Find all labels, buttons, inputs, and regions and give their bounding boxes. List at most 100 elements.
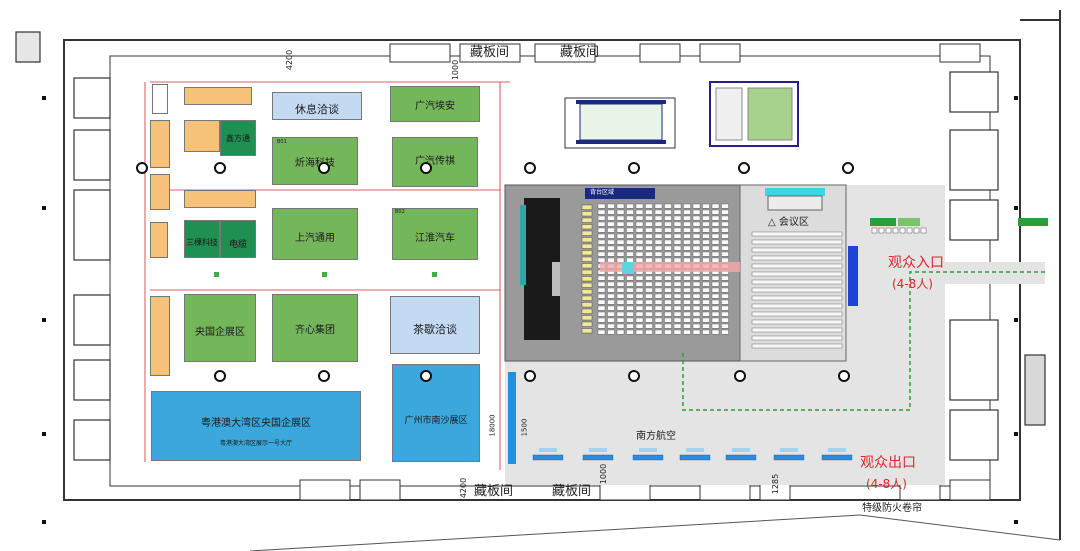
seat — [645, 209, 653, 215]
seat — [711, 299, 720, 305]
column-circle — [136, 162, 148, 174]
seat — [711, 203, 720, 209]
seat — [645, 227, 653, 233]
booth-xuanhai-label: 炘海科技 — [295, 158, 335, 169]
seat — [635, 329, 644, 335]
seat — [607, 305, 615, 311]
counter — [532, 454, 564, 461]
seat — [607, 293, 615, 299]
seat — [711, 275, 720, 281]
seat — [702, 233, 710, 239]
seat — [664, 239, 672, 245]
seat-accent — [581, 237, 593, 243]
seat — [683, 215, 691, 221]
seat — [626, 323, 634, 329]
seat-accent — [581, 302, 593, 308]
seat-accent — [581, 295, 593, 301]
seat — [607, 251, 615, 257]
seat — [702, 251, 710, 257]
small-booths-left2 — [150, 174, 170, 210]
seat — [692, 245, 701, 251]
seat — [654, 215, 663, 221]
seat — [607, 227, 615, 233]
seat — [626, 275, 634, 281]
seat — [692, 215, 701, 221]
seat — [683, 323, 691, 329]
marker-3 — [432, 272, 437, 277]
counter — [679, 454, 711, 461]
seat — [721, 329, 729, 335]
entry-gate-2 — [898, 218, 920, 226]
seat — [597, 227, 606, 233]
seat — [683, 257, 691, 263]
small-booths-left3 — [150, 296, 170, 376]
seat — [683, 227, 691, 233]
seat-accent — [581, 224, 593, 230]
column-circle — [318, 370, 330, 382]
seat-row — [751, 271, 843, 277]
left-led-bar — [508, 372, 516, 464]
booth-qixin-label: 齐心集团 — [295, 325, 335, 336]
entry-chairs — [871, 227, 927, 234]
dim-18000: 18000 — [488, 414, 497, 437]
seat — [664, 299, 672, 305]
booth-gba-soe-label: 粤港澳大湾区央国企展区 — [201, 418, 311, 429]
seat — [721, 209, 729, 215]
seat-row — [751, 335, 843, 341]
vip-room-1 — [564, 97, 676, 149]
seat-accent — [581, 217, 593, 223]
seat-accent — [581, 269, 593, 275]
dim-1000-top: 1000 — [451, 59, 461, 81]
seat — [635, 299, 644, 305]
seat — [711, 287, 720, 293]
seat — [683, 245, 691, 251]
seat-accent — [581, 256, 593, 262]
column-circle — [524, 162, 536, 174]
seat — [721, 239, 729, 245]
seat — [597, 221, 606, 227]
seat — [626, 245, 634, 251]
seat — [597, 203, 606, 209]
seat — [673, 317, 682, 323]
seat-row — [751, 239, 843, 245]
seat — [673, 239, 682, 245]
dim-1285: 1285 — [771, 473, 781, 495]
seat — [664, 257, 672, 263]
seat — [702, 275, 710, 281]
seat — [721, 203, 729, 209]
column-circle — [420, 162, 432, 174]
seat — [673, 293, 682, 299]
seat-accent — [581, 204, 593, 210]
seat — [645, 233, 653, 239]
seat — [616, 209, 625, 215]
seat — [702, 323, 710, 329]
storage-label-bottom-left: 藏板间 — [474, 484, 514, 499]
seat — [645, 293, 653, 299]
seat — [692, 281, 701, 287]
seat-accent — [581, 315, 593, 321]
seat — [692, 329, 701, 335]
seat — [626, 203, 634, 209]
small-booths-row1 — [184, 87, 252, 105]
seat — [683, 203, 691, 209]
seat — [692, 287, 701, 293]
seat — [721, 317, 729, 323]
seat — [683, 317, 691, 323]
booth-no-1: B01 — [277, 139, 287, 145]
seat — [683, 221, 691, 227]
counter — [582, 454, 614, 461]
seat-accent — [581, 276, 593, 282]
seat-row — [751, 327, 843, 333]
seat — [635, 311, 644, 317]
seat — [597, 323, 606, 329]
seat — [673, 305, 682, 311]
seat — [597, 287, 606, 293]
seat-row — [751, 343, 843, 349]
left-cores — [15, 31, 111, 461]
seat — [702, 317, 710, 323]
seat-accent — [581, 263, 593, 269]
seat — [616, 245, 625, 251]
storage-label-bottom-right: 藏板间 — [552, 484, 592, 499]
seat — [683, 275, 691, 281]
counter — [632, 454, 664, 461]
